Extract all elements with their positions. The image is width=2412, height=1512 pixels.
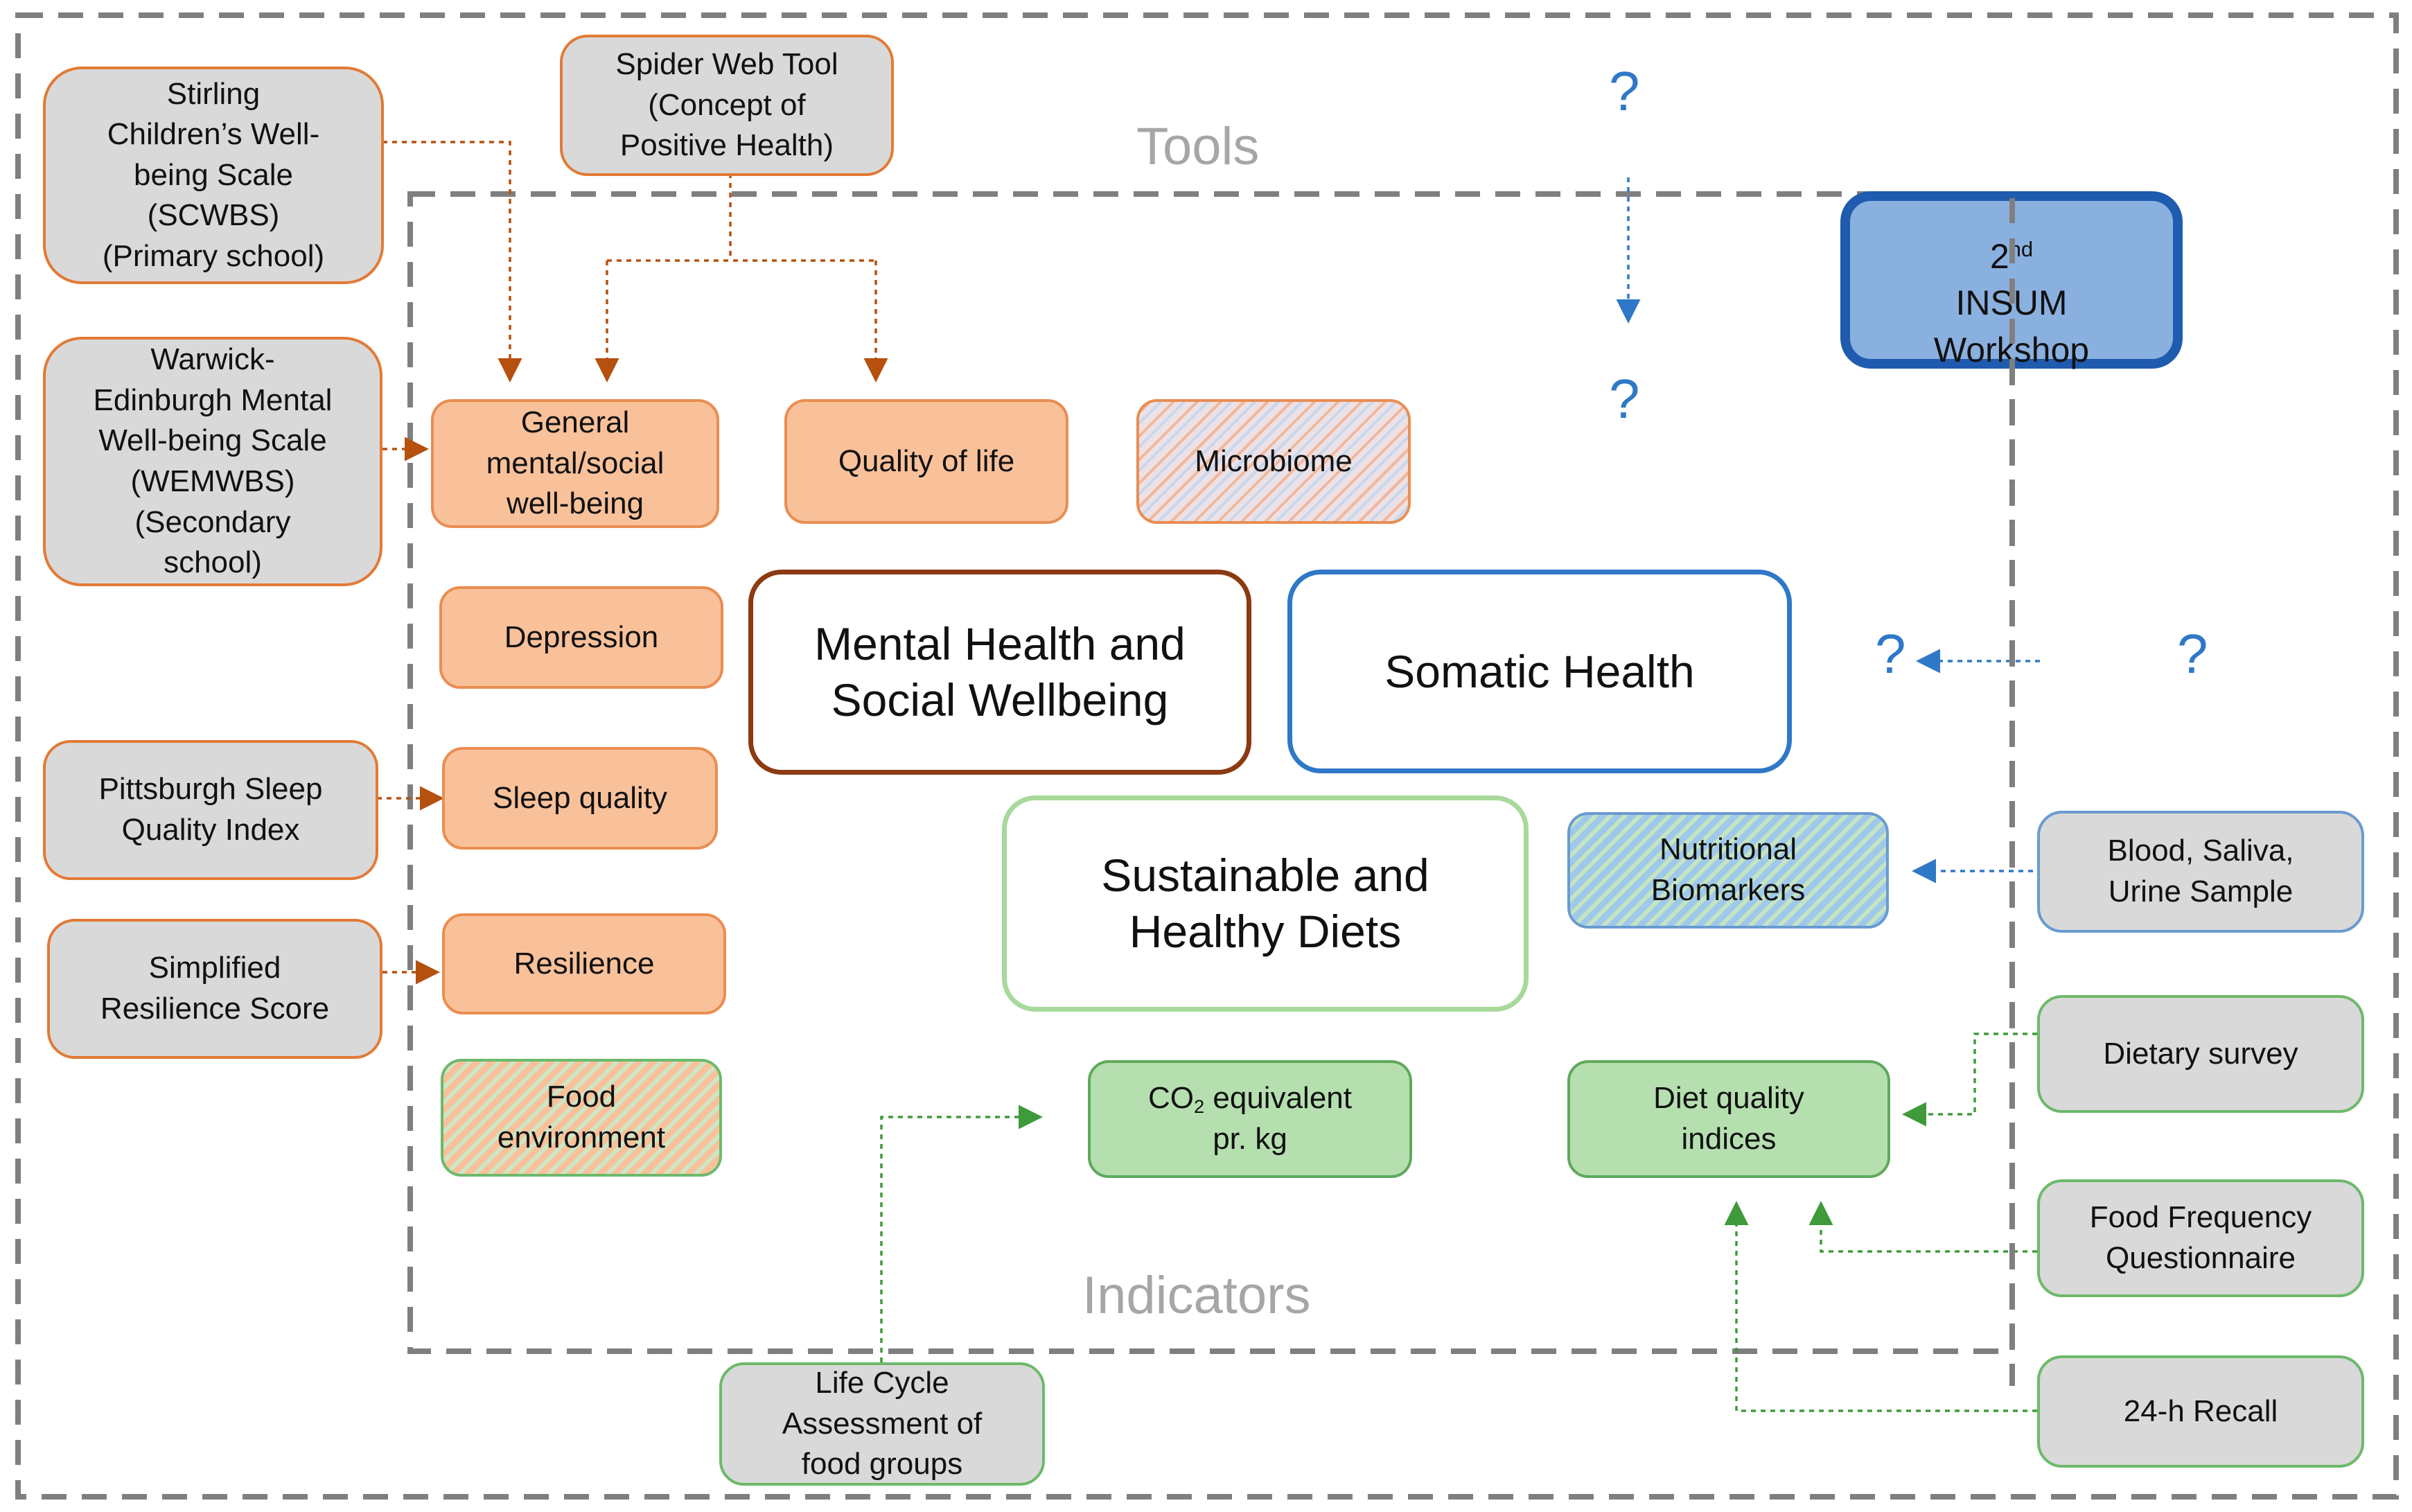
connector-scwbs-to-general: [382, 141, 522, 383]
tool-resilience-score: Simplified Resilience Score: [47, 919, 382, 1059]
co2-label: CO2 equivalent pr. kg: [1148, 1078, 1352, 1160]
indicator-co2-equivalent: CO2 equivalent pr. kg: [1088, 1060, 1412, 1178]
indicator-diet-quality-indices: Diet quality indices: [1567, 1060, 1890, 1178]
indicator-quality-of-life: Quality of life: [784, 399, 1068, 524]
insum-workshop-box: 2nd INSUM Workshop: [1840, 191, 2183, 369]
indicators-label: Indicators: [1082, 1266, 1311, 1325]
indicator-depression: Depression: [439, 586, 723, 689]
workshop-name: INSUM Workshop: [1933, 283, 2090, 369]
tool-wemwbs: Warwick- Edinburgh Mental Well-being Sca…: [43, 337, 382, 586]
tools-region-border: [15, 12, 2399, 1500]
connector-recall-to-diet: [1724, 1201, 2037, 1412]
tool-scwbs: Stirling Children’s Well- being Scale (S…: [43, 67, 384, 284]
central-sustainable-diets: Sustainable and Healthy Diets: [1002, 795, 1529, 1012]
tool-dietary-survey: Dietary survey: [2037, 995, 2364, 1113]
indicator-microbiome: Microbiome: [1136, 399, 1411, 524]
tool-spider-web: Spider Web Tool (Concept of Positive Hea…: [560, 35, 894, 176]
workshop-ordinal: nd: [2009, 236, 2034, 261]
indicator-food-environment: Food environment: [441, 1059, 722, 1177]
indicator-resilience: Resilience: [442, 913, 726, 1014]
tool-psqi: Pittsburgh Sleep Quality Index: [43, 740, 378, 880]
connector-lca-to-co2: [880, 1105, 1043, 1362]
indicator-general-wellbeing: General mental/social well-being: [431, 399, 719, 528]
tool-blood-saliva-urine: Blood, Saliva, Urine Sample: [2037, 811, 2364, 933]
co2-unit-text: equivalent pr. kg: [1213, 1081, 1352, 1157]
indicator-sleep-quality: Sleep quality: [442, 747, 718, 850]
co2-text: CO: [1148, 1081, 1194, 1116]
indicator-nutritional-biomarkers: Nutritional Biomarkers: [1567, 812, 1889, 929]
tool-food-frequency-questionnaire: Food Frequency Questionnaire: [2037, 1179, 2364, 1297]
co2-subscript: 2: [1194, 1096, 1205, 1117]
tools-label: Tools: [1136, 117, 1260, 176]
connector-survey-to-diet: [1902, 1032, 2037, 1127]
question-mark-right: ?: [2177, 623, 2208, 685]
question-mark-middle: ?: [1609, 368, 1640, 430]
tool-24h-recall: 24-h Recall: [2037, 1355, 2364, 1468]
workshop-number: 2: [1989, 236, 2009, 276]
central-somatic-health: Somatic Health: [1287, 570, 1792, 773]
question-mark-top: ?: [1609, 60, 1640, 122]
insum-workshop-label: 2nd INSUM Workshop: [1934, 186, 2089, 373]
central-mental-health: Mental Health and Social Wellbeing: [748, 570, 1251, 775]
connector-ffq-to-diet: [1808, 1201, 2037, 1253]
tool-life-cycle-assessment: Life Cycle Assessment of food groups: [719, 1362, 1045, 1486]
connector-spider-trunk: [607, 173, 876, 262]
question-mark-left-of-arrow: ?: [1875, 623, 1906, 685]
